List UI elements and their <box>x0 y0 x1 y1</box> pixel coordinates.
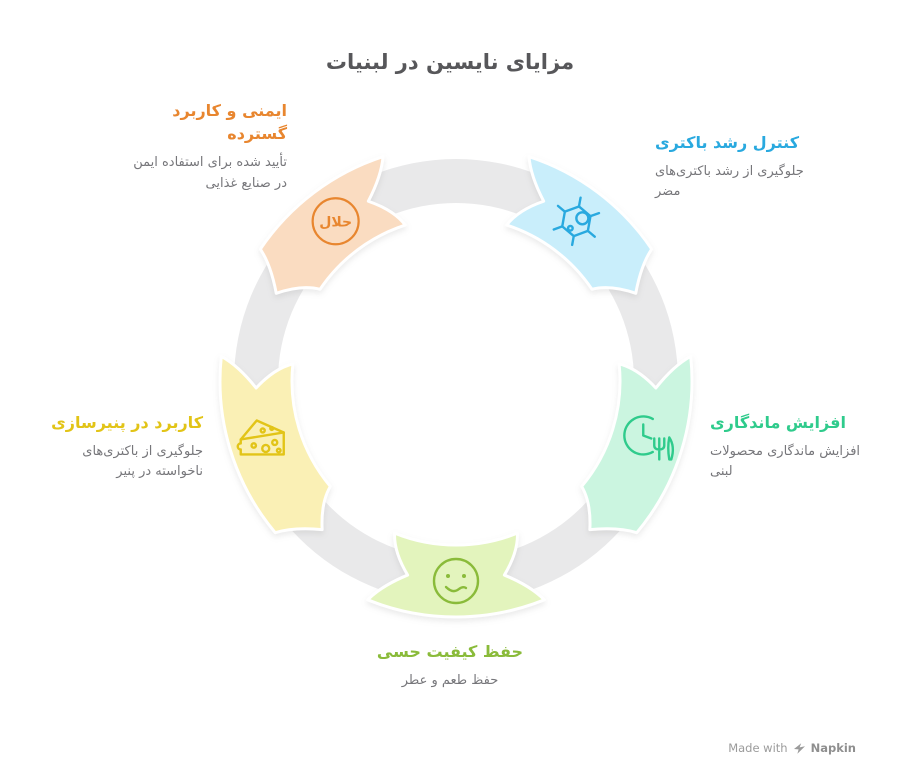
segment-description: جلوگیری از باکتری‌های ناخواسته در پنیر <box>51 442 203 482</box>
desc-line: تأیید شده برای استفاده ایمن <box>133 155 287 171</box>
segment-shelf-life <box>580 354 694 535</box>
desc-line: ناخواسته در پنیر <box>116 464 203 480</box>
halal-icon: حلال <box>311 197 360 246</box>
segment-description: تأیید شده برای استفاده ایمن در صنایع غذا… <box>133 153 287 193</box>
segment-description: حفظ طعم و عطر <box>377 671 523 691</box>
segment-sensory-quality <box>366 531 546 619</box>
watermark-text: Made with <box>728 741 788 755</box>
svg-text:حلال: حلال <box>319 214 352 230</box>
heading-line: گسترده <box>227 124 287 144</box>
cheese-icon <box>236 419 285 456</box>
segment-heading: کاربرد در پنیرسازی <box>51 411 203 434</box>
segment-heading: حفظ کیفیت حسی <box>377 640 523 663</box>
label-block-sensory-quality: حفظ کیفیت حسی حفظ طعم و عطر <box>377 640 523 691</box>
heading-line: کاربرد در پنیرسازی <box>51 413 203 432</box>
desc-line: حفظ طعم و عطر <box>401 673 499 689</box>
clock-fork-icon <box>623 415 675 461</box>
desc-line: لبنی <box>710 464 733 480</box>
segment-heading: ایمنی و کاربرد گسترده <box>133 99 287 145</box>
segment-description: افزایش ماندگاری محصولات لبنی <box>710 442 860 482</box>
page-title: مزایای نایسین در لبنیات <box>325 50 575 74</box>
segment-description: جلوگیری از رشد باکتری‌های مضر <box>655 162 804 202</box>
heading-line: افزایش ماندگاری <box>710 413 846 432</box>
heading-line: ایمنی و کاربرد <box>172 101 287 120</box>
heading-line: حفظ کیفیت حسی <box>376 642 524 661</box>
watermark-brand: Napkin <box>810 741 856 755</box>
label-block-safety: ایمنی و کاربرد گسترده تأیید شده برای است… <box>133 99 287 194</box>
heading-line: کنترل رشد باکتری <box>655 133 799 152</box>
segment-safety <box>258 155 407 295</box>
label-block-shelf-life: افزایش ماندگاری افزایش ماندگاری محصولات … <box>710 411 860 482</box>
segment-bacteria-control <box>505 155 654 295</box>
segment-heading: کنترل رشد باکتری <box>655 131 804 154</box>
napkin-logo-icon <box>793 742 805 754</box>
bacteria-icon <box>552 196 601 247</box>
label-block-cheese-making: کاربرد در پنیرسازی جلوگیری از باکتری‌های… <box>51 411 203 482</box>
desc-line: مضر <box>655 184 681 200</box>
napkin-watermark[interactable]: Made with Napkin <box>728 741 856 755</box>
desc-line: افزایش ماندگاری محصولات <box>710 444 861 460</box>
desc-line: جلوگیری از رشد باکتری‌های <box>655 164 804 180</box>
segment-heading: افزایش ماندگاری <box>710 411 860 434</box>
desc-line: جلوگیری از باکتری‌های <box>82 444 203 460</box>
label-block-bacteria-control: کنترل رشد باکتری جلوگیری از رشد باکتری‌ه… <box>655 131 804 202</box>
desc-line: در صنایع غذایی <box>205 175 287 191</box>
worried-face-icon <box>432 557 480 605</box>
